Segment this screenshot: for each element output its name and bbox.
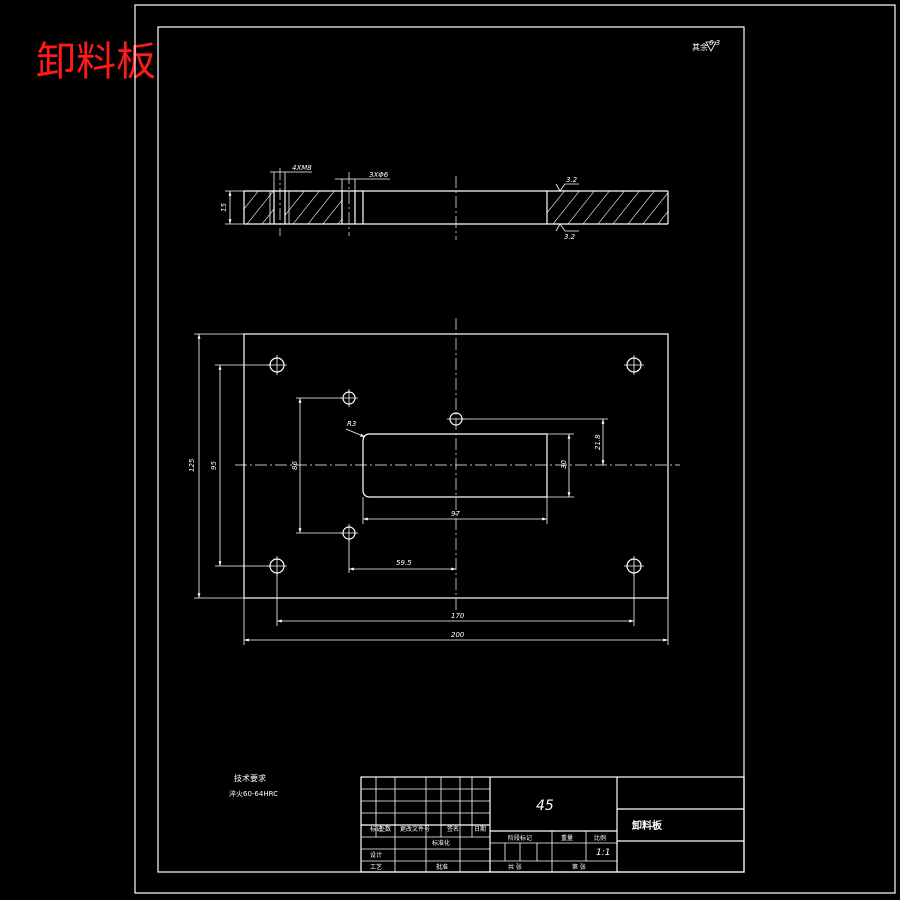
drawing-title: 卸料板 <box>36 39 156 85</box>
part-name: 卸料板 <box>632 819 663 832</box>
svg-text:其余: 其余 <box>692 42 708 52</box>
tech-requirements: 技术要求 淬火60-64HRC <box>229 773 278 798</box>
svg-text:170: 170 <box>451 612 465 620</box>
svg-text:86: 86 <box>291 461 299 470</box>
svg-text:3.2: 3.2 <box>564 233 576 241</box>
svg-text:重量: 重量 <box>561 834 573 842</box>
svg-text:4XM8: 4XM8 <box>292 164 312 172</box>
svg-text:R3: R3 <box>347 420 356 428</box>
svg-text:15: 15 <box>220 203 228 212</box>
svg-text:阶段标记: 阶段标记 <box>508 834 532 842</box>
slot-opening <box>362 433 548 498</box>
svg-text:标准化: 标准化 <box>432 839 450 847</box>
scale-value: 1:1 <box>596 848 610 858</box>
outer-frame <box>134 4 896 894</box>
svg-text:3.2: 3.2 <box>566 176 578 184</box>
svg-text:签名: 签名 <box>447 825 459 833</box>
surface-roughness-note: 其余 6.3 <box>692 39 720 52</box>
svg-text:21.8: 21.8 <box>594 434 602 450</box>
svg-text:标记: 标记 <box>370 825 382 833</box>
svg-text:比例: 比例 <box>594 834 606 842</box>
svg-text:设计: 设计 <box>370 851 382 859</box>
svg-text:更改文件号: 更改文件号 <box>400 825 430 833</box>
svg-text:工艺: 工艺 <box>370 863 382 871</box>
svg-text:30: 30 <box>560 460 568 469</box>
material-value: 45 <box>536 798 554 814</box>
corner-holes <box>267 355 644 576</box>
svg-text:第 张: 第 张 <box>572 863 586 871</box>
title-block: 标记 处数 更改文件号 签名 日期 设计 标准化 工艺 批准 阶段标记 重量 比… <box>360 776 745 873</box>
svg-text:共 张: 共 张 <box>508 863 522 871</box>
svg-text:6.3: 6.3 <box>709 39 720 47</box>
svg-text:日期: 日期 <box>474 825 486 833</box>
svg-text:59.5: 59.5 <box>396 559 412 567</box>
inner-frame <box>157 26 745 873</box>
svg-text:125: 125 <box>188 458 196 472</box>
svg-text:97: 97 <box>451 510 460 518</box>
section-hatch <box>244 191 668 224</box>
section-view: 15 4XM8 3XΦ6 3.2 3.2 <box>220 164 669 241</box>
svg-text:200: 200 <box>451 631 465 639</box>
svg-text:3XΦ6: 3XΦ6 <box>369 171 389 179</box>
tech-requirements-heading: 技术要求 <box>234 773 266 783</box>
svg-text:批准: 批准 <box>436 863 448 871</box>
tech-requirements-line: 淬火60-64HRC <box>229 789 278 798</box>
svg-text:95: 95 <box>210 461 218 470</box>
plan-view: 125 95 86 R3 30 21.8 97 59.5 <box>188 318 680 645</box>
svg-text:处数: 处数 <box>379 825 391 833</box>
